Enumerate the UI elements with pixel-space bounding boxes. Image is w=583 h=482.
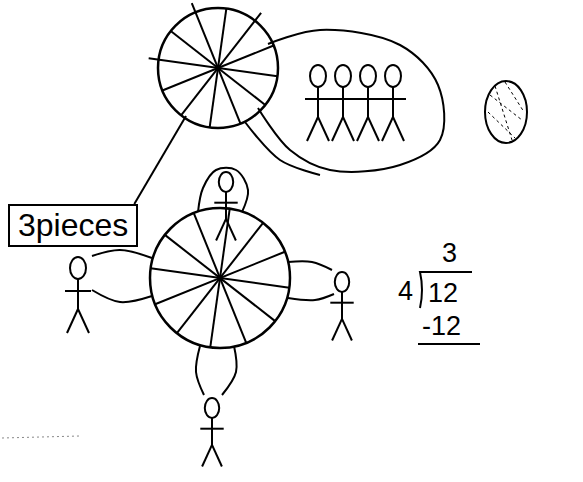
slice-line — [155, 252, 285, 304]
division-number: -12 — [422, 313, 461, 340]
egg-pattern — [490, 95, 522, 120]
stick-figure — [355, 65, 381, 141]
egg-pattern — [505, 82, 524, 112]
division-bracket — [420, 272, 472, 308]
stick-figure — [200, 398, 223, 466]
division-number: 3 — [442, 240, 457, 267]
stick-figure — [380, 65, 406, 141]
text-box: 3pieces — [8, 204, 138, 247]
leader-line — [134, 116, 186, 204]
share-loop — [222, 346, 237, 395]
egg-pattern — [495, 86, 512, 140]
slice-line — [181, 13, 261, 115]
division-underline — [418, 343, 480, 345]
stray-mark — [2, 436, 80, 438]
stick-figure — [330, 272, 353, 340]
division-number: 4 — [398, 278, 413, 305]
stick-figure — [330, 65, 356, 141]
egg-shape — [485, 81, 527, 143]
share-loop — [288, 294, 334, 300]
stick-figure — [214, 172, 237, 240]
stick-figure — [305, 65, 331, 141]
grouping-loop — [245, 122, 320, 175]
share-loop — [198, 168, 248, 212]
egg-pattern — [488, 112, 515, 138]
slice-line — [192, 3, 241, 124]
share-loop — [288, 261, 332, 270]
share-loop — [92, 290, 152, 302]
pizza-circle — [150, 208, 290, 348]
division-number: 12 — [428, 280, 458, 307]
box-label: 3pieces — [18, 208, 128, 243]
grouping-loop — [258, 30, 444, 172]
stick-figure — [65, 257, 91, 333]
slice-line — [162, 46, 273, 91]
share-loop — [92, 250, 152, 258]
share-loop — [196, 346, 204, 395]
